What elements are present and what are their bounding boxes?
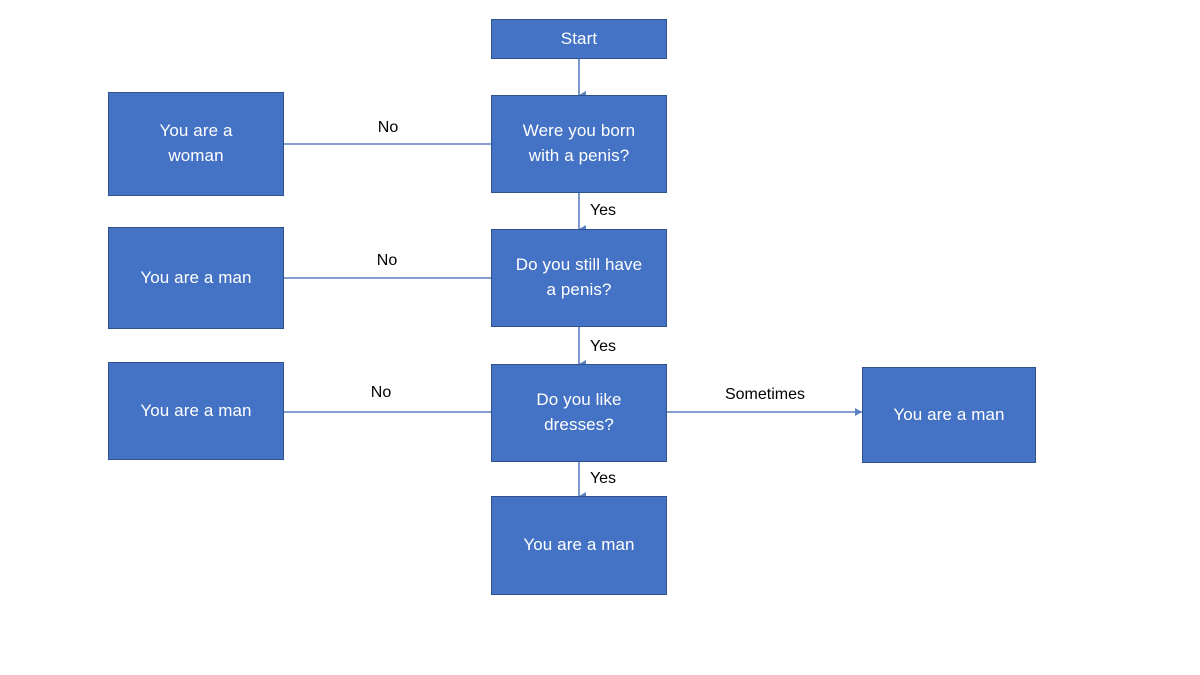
edge-label-label-yes-1: Yes: [589, 202, 617, 219]
flow-node-born[interactable]: Were you born with a penis?: [491, 95, 667, 193]
flow-node-man-row2[interactable]: You are a man: [108, 227, 284, 329]
flow-node-start[interactable]: Start: [491, 19, 667, 59]
edge-label-label-yes-3: Yes: [589, 470, 617, 487]
edge-label-label-no-1: No: [377, 119, 399, 136]
flow-node-woman[interactable]: You are a woman: [108, 92, 284, 196]
flow-node-still[interactable]: Do you still have a penis?: [491, 229, 667, 327]
edge-label-label-sometimes: Sometimes: [724, 386, 806, 403]
edge-label-label-yes-2: Yes: [589, 338, 617, 355]
flow-node-dresses[interactable]: Do you like dresses?: [491, 364, 667, 462]
edge-label-label-no-2: No: [376, 252, 398, 269]
flow-node-man-right[interactable]: You are a man: [862, 367, 1036, 463]
flow-node-man-bottom[interactable]: You are a man: [491, 496, 667, 595]
flow-node-man-row3[interactable]: You are a man: [108, 362, 284, 460]
edge-label-label-no-3: No: [370, 384, 392, 401]
